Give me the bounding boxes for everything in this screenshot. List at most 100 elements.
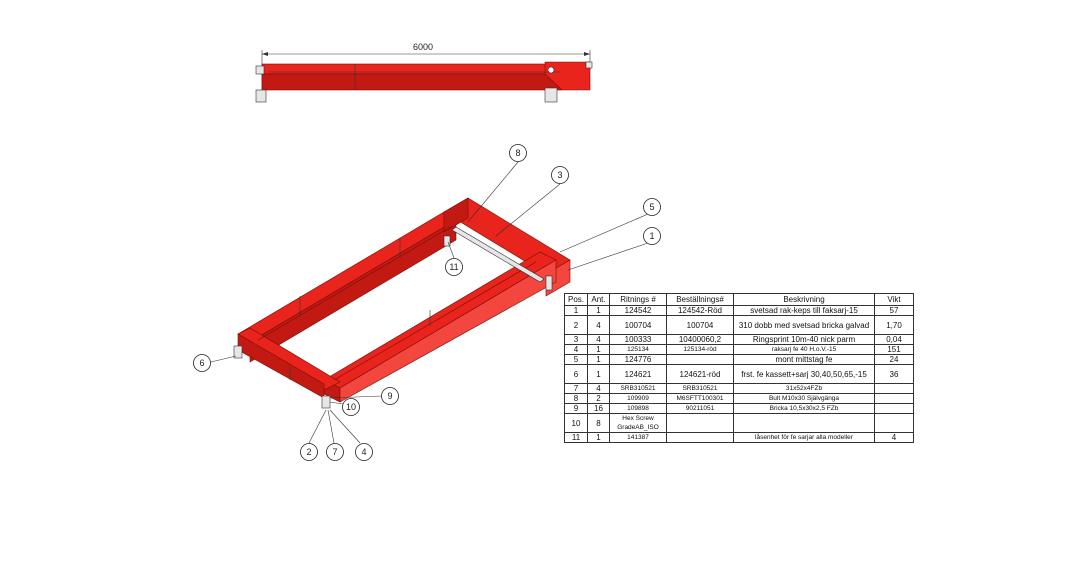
table-row: 3 4 100333 10400060,2 Ringsprint 10m-40 … xyxy=(564,334,914,345)
cell-ritnings: 124776 xyxy=(609,354,667,365)
cell-vikt xyxy=(874,403,914,414)
callout-2: 2 xyxy=(300,443,318,461)
cell-vikt: 4 xyxy=(874,432,914,443)
header-bestallnings: Beställnings# xyxy=(666,293,734,306)
svg-text:5: 5 xyxy=(649,202,654,212)
svg-text:2: 2 xyxy=(306,447,311,457)
cell-pos: 3 xyxy=(564,334,588,345)
cell-bestallnings xyxy=(666,432,734,443)
cell-beskrivning: 310 dobb med svetsad bricka galvad xyxy=(733,315,875,335)
svg-text:7: 7 xyxy=(332,447,337,457)
svg-text:6: 6 xyxy=(199,358,204,368)
cell-ant: 1 xyxy=(587,344,610,355)
cell-vikt xyxy=(874,393,914,404)
cell-vikt: 36 xyxy=(874,364,914,384)
table-row: 1 1 124542 124542-Röd svetsad rak-keps t… xyxy=(564,305,914,316)
callout-1: 1 xyxy=(643,227,661,245)
cell-vikt: 24 xyxy=(874,354,914,365)
cell-ritnings: SRB310521 xyxy=(609,383,667,394)
cell-beskrivning: låsenhet för fe sarjar alla modeller xyxy=(733,432,875,443)
cell-ritnings: 141387 xyxy=(609,432,667,443)
table-row: 5 1 124776 mont mittstag fe 24 xyxy=(564,354,914,365)
cell-bestallnings xyxy=(666,413,734,433)
cell-ant: 4 xyxy=(587,315,610,335)
cell-ant: 1 xyxy=(587,354,610,365)
cell-beskrivning: Bricka 10,5x30x2,5 FZb xyxy=(733,403,875,414)
cell-beskrivning: Bult M10x30 Självgänga xyxy=(733,393,875,404)
svg-text:4: 4 xyxy=(361,447,366,457)
cell-ritnings: 124621 xyxy=(609,364,667,384)
cell-pos: 11 xyxy=(564,432,588,443)
cell-vikt: 57 xyxy=(874,305,914,316)
frame-isometric xyxy=(233,197,571,409)
cell-bestallnings: 124542-Röd xyxy=(666,305,734,316)
cell-pos: 5 xyxy=(564,354,588,365)
cell-pos: 8 xyxy=(564,393,588,404)
callout-8: 8 xyxy=(509,144,527,162)
callout-3: 3 xyxy=(551,166,569,184)
bill-of-materials-table: Pos. Ant. Ritnings # Beställnings# Beskr… xyxy=(564,293,914,443)
cell-bestallnings xyxy=(666,354,734,365)
cell-pos: 7 xyxy=(564,383,588,394)
cell-ritnings: 125134 xyxy=(609,344,667,355)
cell-ritnings: 109898 xyxy=(609,403,667,414)
svg-text:3: 3 xyxy=(557,170,562,180)
cell-bestallnings: 90211051 xyxy=(666,403,734,414)
cell-pos: 1 xyxy=(564,305,588,316)
svg-text:10: 10 xyxy=(346,402,356,412)
cell-vikt xyxy=(874,413,914,433)
cell-ritnings: 109909 xyxy=(609,393,667,404)
callout-9: 9 xyxy=(381,387,399,405)
cell-pos: 2 xyxy=(564,315,588,335)
cell-pos: 10 xyxy=(564,413,588,433)
table-row: 8 2 109909 M6SFTT100301 Bult M10x30 Själ… xyxy=(564,393,914,404)
cell-beskrivning: 31x52x4FZb xyxy=(733,383,875,394)
header-ant: Ant. xyxy=(587,293,610,306)
cell-ritnings: 124542 xyxy=(609,305,667,316)
cell-vikt xyxy=(874,383,914,394)
cell-ant: 8 xyxy=(587,413,610,433)
callout-10: 10 xyxy=(342,398,360,416)
cell-ritnings: 100704 xyxy=(609,315,667,335)
cell-pos: 6 xyxy=(564,364,588,384)
cell-pos: 9 xyxy=(564,403,588,414)
cell-ritnings: Hex Screw GradeAB_ISO xyxy=(609,413,667,433)
header-ritnings: Ritnings # xyxy=(609,293,667,306)
svg-text:11: 11 xyxy=(449,262,458,272)
cell-beskrivning: Ringsprint 10m-40 nick parm xyxy=(733,334,875,345)
table-row: 2 4 100704 100704 310 dobb med svetsad b… xyxy=(564,315,914,335)
table-row: 6 1 124621 124621-röd frst. fe kassett+s… xyxy=(564,364,914,384)
callout-7: 7 xyxy=(326,443,344,461)
header-pos: Pos. xyxy=(564,293,588,306)
header-beskrivning: Beskrivning xyxy=(733,293,875,306)
side-view: 6000 xyxy=(255,42,593,103)
cell-ant: 2 xyxy=(587,393,610,404)
callout-4: 4 xyxy=(355,443,373,461)
svg-text:8: 8 xyxy=(515,148,520,158)
cell-beskrivning: frst. fe kassett+sarj 30,40,50,65,-15 xyxy=(733,364,875,384)
svg-text:9: 9 xyxy=(387,391,392,401)
cell-ant: 1 xyxy=(587,305,610,316)
cell-bestallnings: 125134-röd xyxy=(666,344,734,355)
callout-6: 6 xyxy=(193,354,211,372)
cell-beskrivning: mont mittstag fe xyxy=(733,354,875,365)
cell-ant: 1 xyxy=(587,364,610,384)
cell-pos: 4 xyxy=(564,344,588,355)
cell-ant: 4 xyxy=(587,334,610,345)
cell-ritnings: 100333 xyxy=(609,334,667,345)
cell-bestallnings: 100704 xyxy=(666,315,734,335)
table-row: 10 8 Hex Screw GradeAB_ISO xyxy=(564,413,914,433)
cell-bestallnings: M6SFTT100301 xyxy=(666,393,734,404)
table-row: 4 1 125134 125134-röd raksarj fe 40 H.o.… xyxy=(564,344,914,355)
cell-beskrivning: raksarj fe 40 H.o.V.-15 xyxy=(733,344,875,355)
table-header-row: Pos. Ant. Ritnings # Beställnings# Beskr… xyxy=(564,293,914,306)
table-row: 9 16 109898 90211051 Bricka 10,5x30x2,5 … xyxy=(564,403,914,414)
cell-bestallnings: 124621-röd xyxy=(666,364,734,384)
cell-beskrivning xyxy=(733,413,875,433)
cell-bestallnings: 10400060,2 xyxy=(666,334,734,345)
cell-vikt: 0,04 xyxy=(874,334,914,345)
cell-ant: 16 xyxy=(587,403,610,414)
svg-text:1: 1 xyxy=(649,231,654,241)
cell-bestallnings: SRB310521 xyxy=(666,383,734,394)
